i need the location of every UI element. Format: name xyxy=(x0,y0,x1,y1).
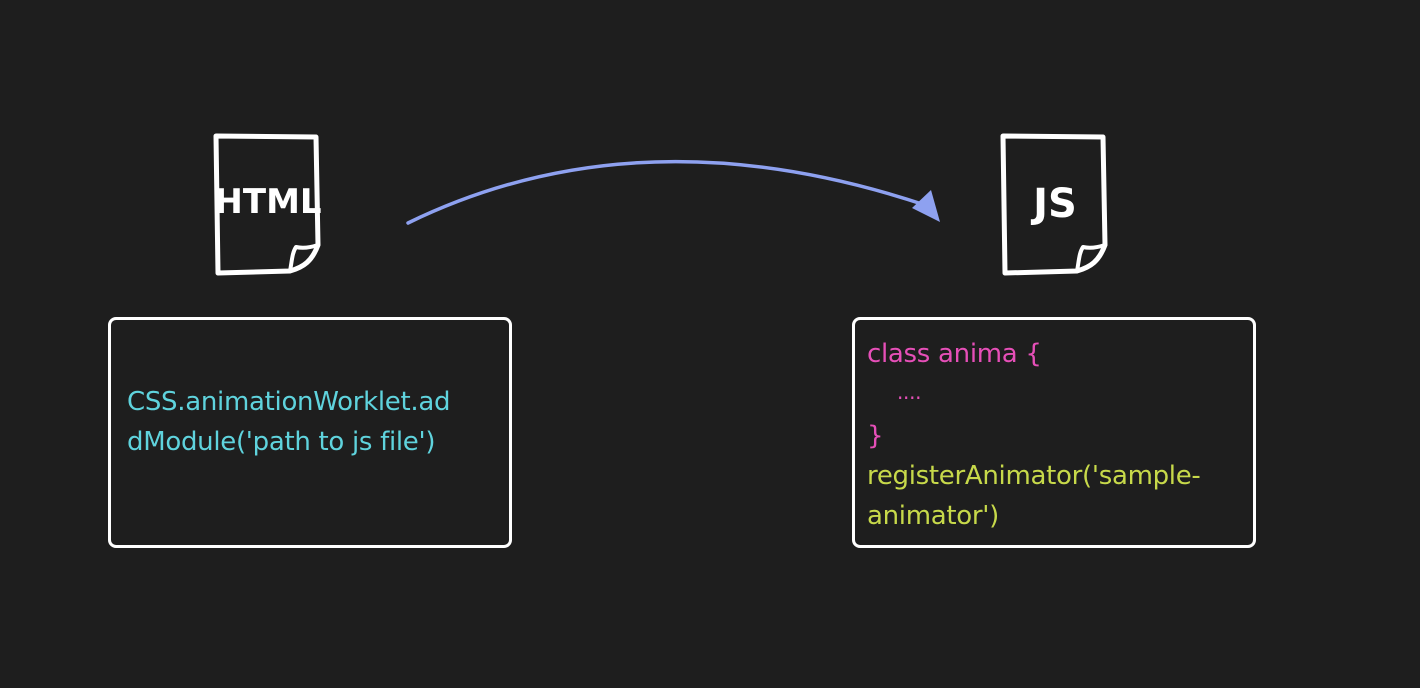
register-animator-line-2: animator') xyxy=(867,501,999,531)
class-closing-brace: } xyxy=(867,421,884,451)
add-module-line-1: CSS.animationWorklet.ad xyxy=(127,387,451,417)
add-module-line-2: dModule('path to js file') xyxy=(127,427,436,457)
class-declaration-line: class anima { xyxy=(867,339,1042,369)
js-file-icon: JS xyxy=(999,133,1111,279)
register-animator-line-1: registerAnimator('sample- xyxy=(867,461,1201,491)
html-file-label: HTML xyxy=(214,182,321,222)
class-body-dots: .... xyxy=(897,380,922,404)
js-code-box: class anima { .... } registerAnimator('s… xyxy=(852,317,1256,548)
flow-arrow-curve xyxy=(406,159,927,225)
html-code-box: CSS.animationWorklet.ad dModule('path to… xyxy=(108,317,512,548)
flow-arrow-head xyxy=(912,190,940,222)
html-file-icon: HTML xyxy=(212,133,324,279)
js-file-label: JS xyxy=(1030,181,1077,227)
